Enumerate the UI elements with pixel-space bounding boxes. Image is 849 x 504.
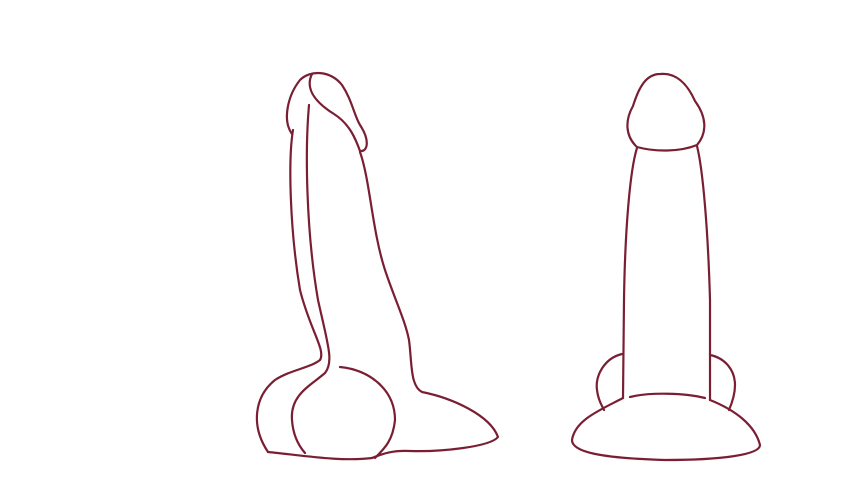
front-shaft-left [621, 146, 639, 400]
front-shaft-right [695, 144, 712, 402]
side-shaft-right [358, 150, 500, 460]
front-view-figure [570, 72, 762, 462]
side-shaft-left [255, 128, 323, 454]
side-view-figure [255, 72, 500, 461]
side-ball [338, 365, 397, 460]
front-ball-left [595, 352, 624, 412]
front-ball-right [708, 353, 737, 412]
front-base-top [628, 392, 707, 400]
front-head [626, 72, 706, 152]
front-base [570, 396, 762, 462]
side-shaft-inner [290, 103, 331, 455]
side-head-fold [308, 72, 362, 153]
side-head-outline [285, 72, 368, 153]
side-base-line [266, 450, 374, 461]
